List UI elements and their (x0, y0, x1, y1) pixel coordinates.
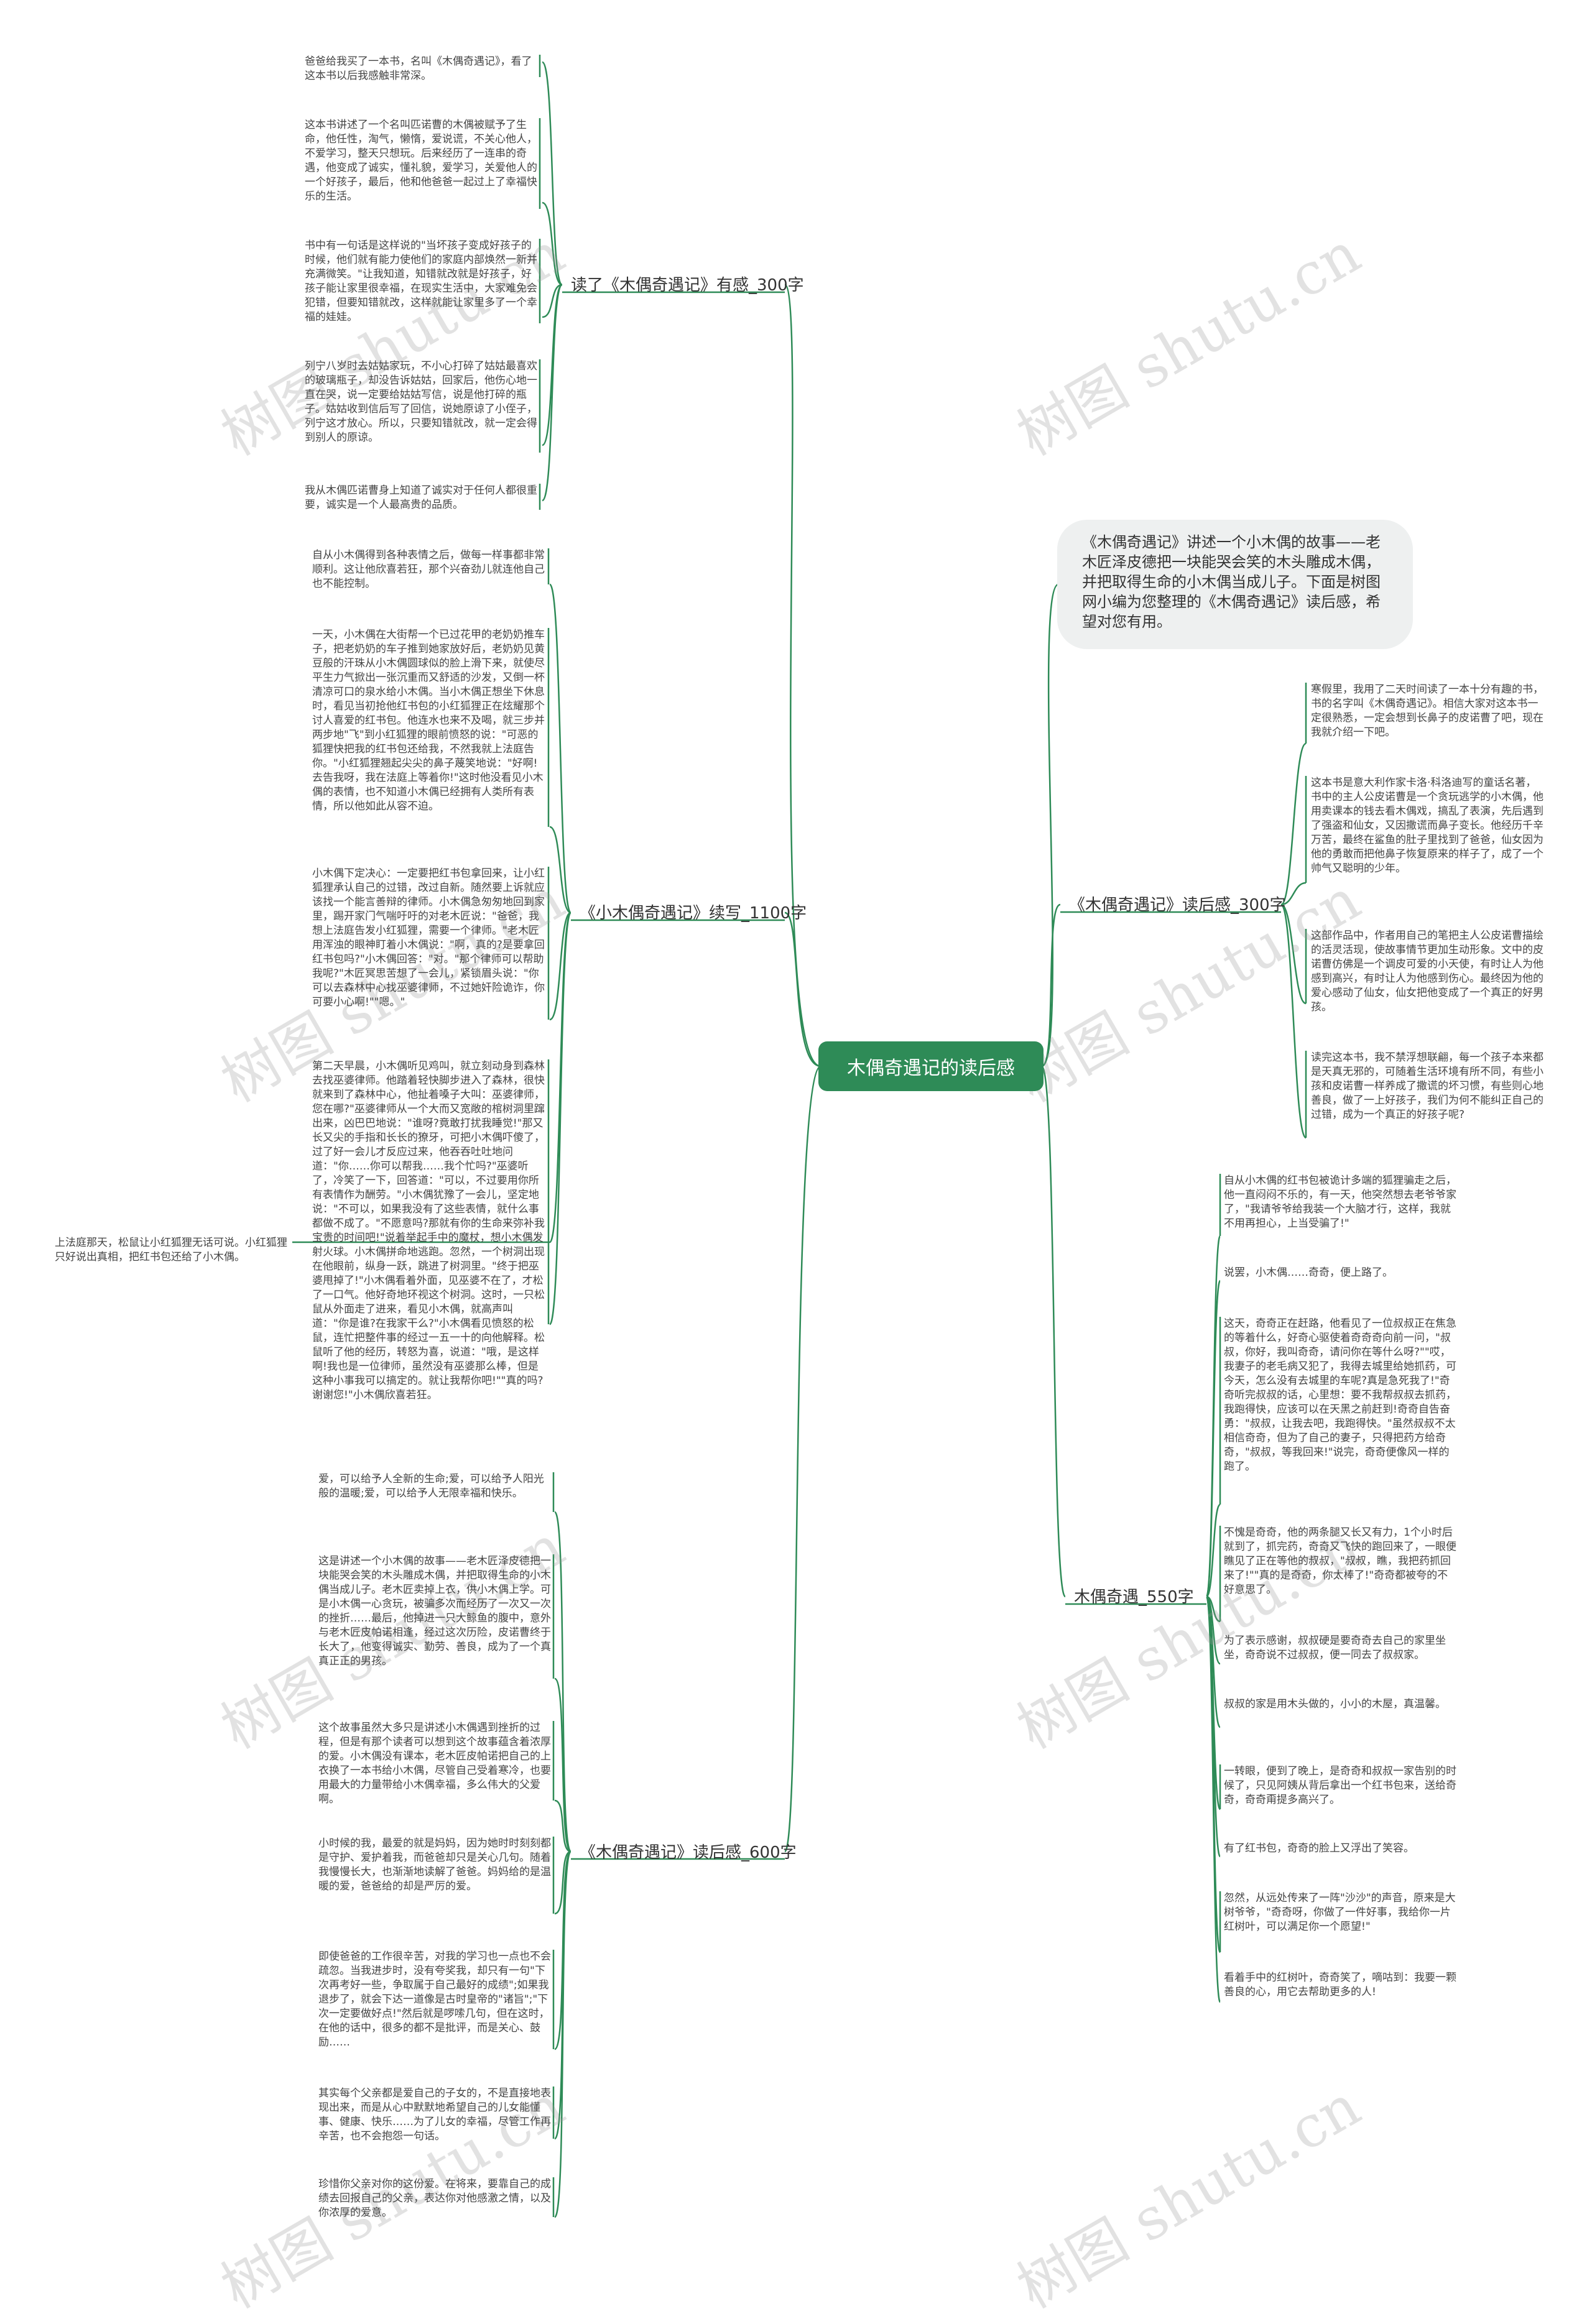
branch-node-b4[interactable]: 《木偶奇遇记》读后感_300字 (1069, 896, 1286, 915)
edge-b1-leaf (542, 201, 563, 286)
edge-b3-leaf (553, 1850, 572, 2218)
edge-b4-leaf (1280, 882, 1307, 906)
edge-root-b4 (1041, 903, 1061, 1067)
leaf-b5-4: 为了表示感谢，叔叔硬是要奇奇去自己的家里坐坐，奇奇说不过叔叔，便一同去了叔叔家。 (1224, 1635, 1446, 1661)
leaf-b3-6: 珍惜你父亲对你的这份爱。在将来，要靠自己的成绩去回报自己的父亲，表达你对他感激之… (318, 2178, 551, 2219)
edge-root-b1 (784, 284, 821, 1067)
edge-b2-leaf (549, 911, 572, 1021)
edge-b2-leaf (549, 826, 572, 914)
leaf-b5-2: 这天，奇奇正在赶路，他看见了一位叔叔正在焦急的等着什么，好奇心驱使着奇奇奇向前一… (1224, 1317, 1456, 1473)
branch-node-b2[interactable]: 《小木偶奇遇记》续写_1100字 (580, 904, 807, 923)
edge-b2-leaf (548, 911, 572, 1243)
leaf-b5-9: 看着手中的红树叶，奇奇笑了，嘀咕到：我要一颗善良的心，用它去帮助更多的人! (1224, 1971, 1456, 1998)
leaf-b5-7: 有了红书包，奇奇的脸上又浮出了笑容。 (1224, 1842, 1414, 1855)
edge-b1-leaf (542, 284, 563, 318)
edge-b5-leaf (1205, 1280, 1221, 1598)
leaf-b1-0: 爸爸给我买了一本书，名叫《木偶奇遇记》，看了这本书以后我感触非常深。 (305, 55, 532, 82)
edge-b5-leaf (1205, 1595, 1221, 2003)
leaf-b3-4: 即使爸爸的工作很辛苦，对我的学习也一点也不会疏忽。当我进步时，没有夸奖我，却只有… (318, 1950, 551, 2049)
leaf-b3-1: 这是讲述一个小木偶的故事——老木匠泽皮德把一块能哭会笑的木头雕成木偶，并把取得生… (318, 1555, 551, 1667)
leaf-b1-2: 书中有一句话是这样说的"当坏孩子变成好孩子的时候，他们就有能力使他们的家庭内部焕… (305, 239, 537, 323)
edge-b5-leaf (1205, 1503, 1221, 1598)
leaf-b1-4: 我从木偶匹诺曹身上知道了诚实对于任何人都很重要，诚实是一个人最高贵的品质。 (305, 484, 537, 511)
leaf-b5-8: 忽然，从远处传来了一阵"沙沙"的声音，原来是大树爷爷，"奇奇呀，你做了一件好事，… (1224, 1892, 1456, 1933)
leaf-b2-4: 上法庭那天，松鼠让小红狐狸无话可说。小红狐狸只好说出真相，把红书包还给了小木偶。 (55, 1237, 287, 1263)
leaf-b5-3: 不愧是奇奇，他的两条腿又长又有力，1个小时后就到了，抓完药，奇奇又飞快的跑回来了… (1224, 1526, 1456, 1596)
edge-b1-leaf (541, 284, 563, 502)
leaf-b3-0: 爱，可以给予人全新的生命;爱，可以给予人阳光般的温暖;爱，可以给予人无限幸福和快… (318, 1473, 544, 1500)
edge-b1-leaf (541, 61, 563, 286)
leaf-b3-5: 其实每个父亲都是爱自己的子女的，不是直接地表现出来，而是从心中默默地希望自己的儿… (318, 2087, 551, 2142)
leaf-b2-3: 第二天早晨，小木偶听见鸡叫，就立刻动身到森林去找巫婆律师。他踏着轻快脚步进入了森… (312, 1060, 545, 1401)
leaf-b5-5: 叔叔的家是用木头做的，小小的木屋，真温馨。 (1224, 1698, 1446, 1710)
leaf-b4-1: 这本书是意大利作家卡洛·科洛迪写的童话名著，书中的主人公皮诺曹是一个贪玩逃学的小… (1311, 777, 1543, 875)
leaf-b4-2: 这部作品中，作者用自己的笔把主人公皮诺曹描绘的活灵活现，使故事情节更加生动形象。… (1311, 929, 1543, 1013)
leaf-b1-1: 这本书讲述了一个名叫匹诺曹的木偶被赋予了生命，他任性，淘气，懒惰，爱说谎，不关心… (305, 119, 537, 203)
intro-node[interactable]: 《木偶奇遇记》讲述一个小木偶的故事——老木匠泽皮德把一块能哭会笑的木头雕成木偶，… (1057, 520, 1413, 649)
leaf-b3-3: 小时候的我，最爱的就是妈妈，因为她时时刻刻都是守护、爱护着我，而爸爸却只是关心几… (318, 1837, 551, 1893)
branch-node-b1[interactable]: 读了《木偶奇遇记》有感_300字 (571, 276, 804, 295)
leaf-b4-3: 读完这本书，我不禁浮想联翩，每一个孩子本来都是天真无邪的，可随着生活环境有所不同… (1311, 1051, 1543, 1121)
edge-b3-leaf (554, 1850, 572, 1915)
edge-root-b2 (784, 911, 821, 1067)
leaf-b5-6: 一转眼，便到了晚上，是奇奇和叔叔一家告别的时候了，只见阿姨从背后拿出一个红书包来… (1224, 1765, 1456, 1806)
edge-root-b3 (784, 1065, 821, 1853)
root-node[interactable]: 木偶奇遇记的读后感 (818, 1041, 1044, 1091)
edge-b4-leaf (1280, 903, 1307, 1005)
leaf-b2-0: 自从小木偶得到各种表情之后，做每一样事都非常顺利。这让他欣喜若狂，那个兴奋劲儿就… (312, 549, 545, 590)
edge-root-b5 (1040, 1065, 1067, 1598)
branch-node-b5[interactable]: 木偶奇遇_550字 (1074, 1588, 1194, 1607)
leaf-b2-1: 一天，小木偶在大街帮一个已过花甲的老奶奶推车子，把老奶奶的车子推到她家放好后，老… (312, 629, 545, 813)
edge-b1-leaf (542, 284, 563, 446)
leaf-b5-1: 说罢，小木偶……奇奇，便上路了。 (1224, 1266, 1393, 1279)
edge-b3-leaf (553, 1677, 572, 1853)
edge-b4-leaf (1280, 903, 1307, 1139)
edge-b2-leaf (548, 583, 572, 914)
leaf-b4-0: 寒假里，我用了二天时间读了一本十分有趣的书，书的名字叫《木偶奇遇记》。相信大家对… (1311, 683, 1543, 739)
edge-b3-leaf (554, 1799, 572, 1853)
edge-root-intro (1041, 583, 1059, 1067)
leaf-b2-2: 小木偶下定决心：一定要把红书包拿回来，让小红狐狸承认自己的过错，改过自新。随然要… (312, 867, 545, 1008)
leaf-b3-2: 这个故事虽然大多只是讲述小木偶遇到挫折的过程，但是有那个读者可以想到这个故事蕴含… (318, 1722, 551, 1805)
leaf-b1-3: 列宁八岁时去姑姑家玩，不小心打碎了姑姑最喜欢的玻璃瓶子，却没告诉姑姑，回家后，他… (305, 360, 537, 444)
edge-b3-leaf (553, 1511, 572, 1853)
branch-node-b3[interactable]: 《木偶奇遇记》读后感_600字 (580, 1843, 797, 1862)
leaf-b5-0: 自从小木偶的红书包被诡计多端的狐狸骗走之后，他一直闷闷不乐的，有一天，他突然想去… (1224, 1174, 1456, 1230)
edge-b4-leaf (1280, 742, 1307, 906)
